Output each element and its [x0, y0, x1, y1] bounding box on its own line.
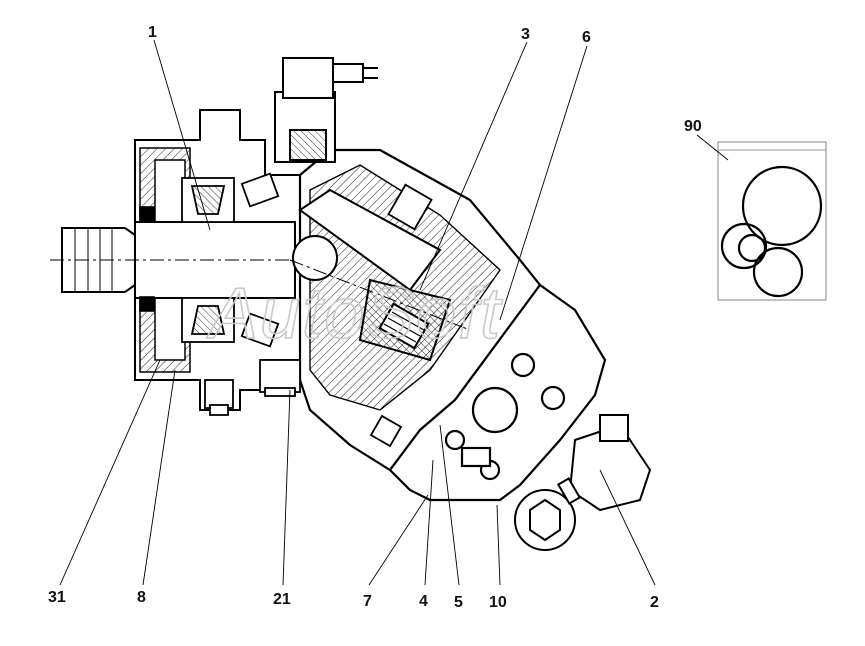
callout-labels: 1 3 6 90 31 8 21 7 4 5 10 2 — [48, 24, 702, 611]
shaft-seal — [139, 206, 155, 312]
callout-3: 3 — [521, 26, 530, 43]
callout-10: 10 — [489, 594, 507, 611]
cylinder-block — [289, 188, 471, 362]
callout-1: 1 — [148, 24, 157, 41]
watermark-text: AutoSoft — [206, 274, 503, 354]
callout-7: 7 — [363, 593, 372, 610]
drive-shaft — [50, 221, 330, 299]
pressure-valve — [514, 414, 652, 551]
seal-kit-inset — [717, 141, 827, 301]
leader-lines — [59, 39, 729, 586]
callout-31: 31 — [48, 589, 66, 606]
mounting-bolts — [204, 183, 433, 448]
callout-8: 8 — [137, 589, 146, 606]
tapered-roller-bearings — [181, 172, 280, 348]
callout-2: 2 — [650, 594, 659, 611]
callout-4: 4 — [419, 593, 428, 610]
callout-5: 5 — [454, 594, 463, 611]
callout-6: 6 — [582, 29, 591, 46]
callout-90: 90 — [684, 118, 702, 135]
solenoid-connector — [274, 57, 378, 163]
callout-21: 21 — [273, 591, 291, 608]
port-plate — [388, 283, 607, 502]
